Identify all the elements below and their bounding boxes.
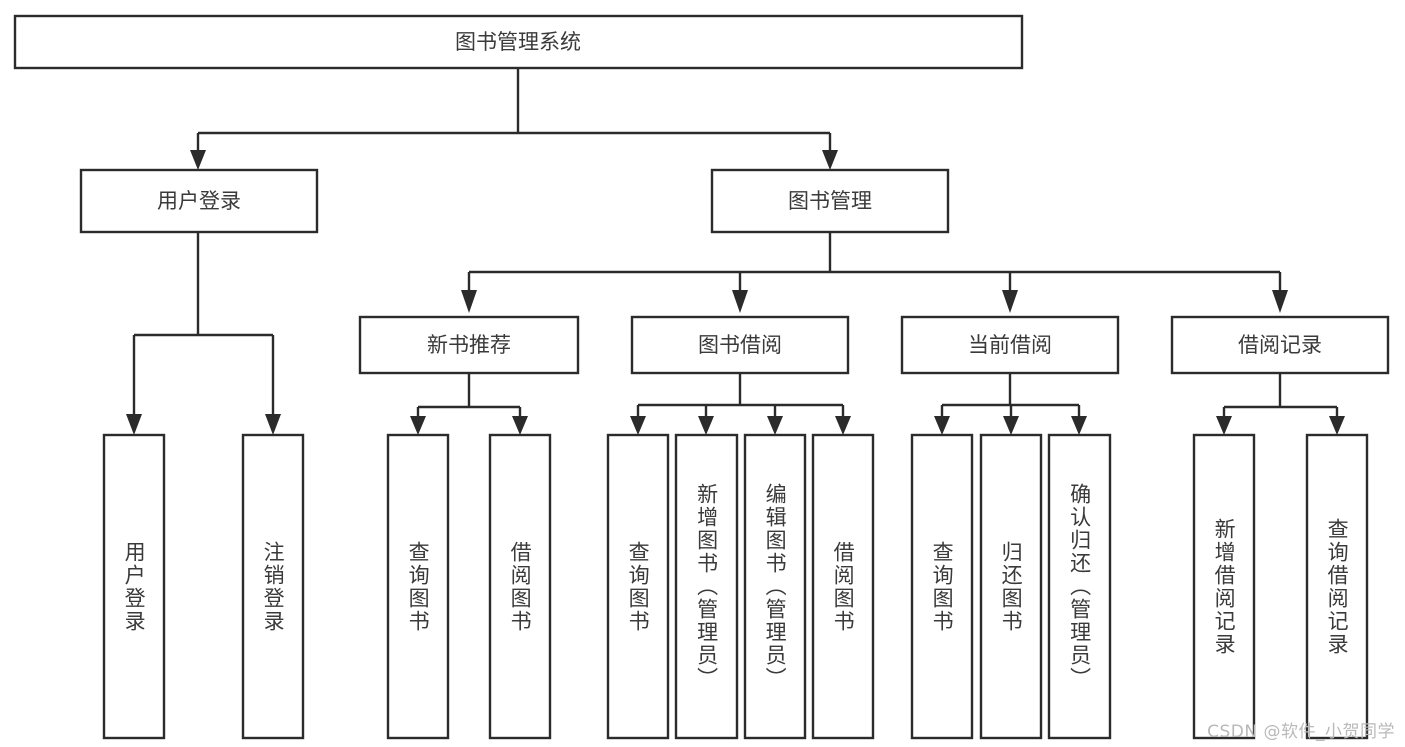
node-current-borrow-box[interactable] — [900, 315, 1120, 375]
leaf-boxes — [102, 433, 1369, 740]
node-current-borrow[interactable]: 当前借阅 — [900, 315, 1120, 375]
node-book-manage-label: 图书管理 — [788, 189, 872, 213]
node-book-manage-box[interactable] — [710, 168, 950, 234]
leaf-box-query-book-3[interactable] — [910, 433, 974, 740]
leaf-box-edit-book[interactable] — [743, 433, 807, 740]
node-borrow-record[interactable]: 借阅记录 — [1170, 315, 1390, 375]
arrow-to-leaf-query-book-3 — [934, 416, 950, 435]
leaf-box-return-book[interactable] — [979, 433, 1043, 740]
node-current-borrow-label: 当前借阅 — [968, 333, 1052, 357]
node-book-borrow-label: 图书借阅 — [698, 333, 782, 357]
arrow-to-new-book-recommend — [461, 290, 477, 313]
leaf-box-user-login[interactable] — [102, 433, 166, 740]
leaf-box-query-record[interactable] — [1305, 433, 1369, 740]
leaf-box-add-book[interactable] — [674, 433, 739, 740]
leaf-box-confirm-return[interactable] — [1047, 433, 1112, 740]
arrow-to-book-manage — [822, 150, 838, 170]
node-user-login-label: 用户登录 — [157, 189, 241, 213]
arrow-to-leaf-add-book — [698, 416, 714, 435]
node-book-manage[interactable]: 图书管理 — [710, 168, 950, 234]
node-user-login[interactable]: 用户登录 — [79, 168, 319, 234]
leaf-box-logout-login[interactable] — [241, 433, 305, 740]
leaf-box-borrow-book-1[interactable] — [488, 433, 552, 740]
arrow-to-leaf-edit-book — [767, 416, 783, 435]
node-new-book-recommend-box[interactable] — [358, 315, 580, 375]
arrow-to-leaf-user-login — [126, 414, 142, 435]
arrow-to-leaf-borrow-book-2 — [835, 416, 851, 435]
node-book-borrow-box[interactable] — [630, 315, 850, 375]
arrow-to-leaf-confirm-return — [1071, 416, 1087, 435]
leaf-box-query-book-1[interactable] — [386, 433, 450, 740]
node-root-box[interactable] — [13, 14, 1024, 70]
arrow-to-borrow-record — [1272, 290, 1288, 313]
node-root[interactable]: 图书管理系统 — [13, 14, 1024, 70]
arrow-to-leaf-query-book-1 — [410, 416, 426, 435]
arrow-to-leaf-borrow-book-1 — [512, 416, 528, 435]
leaf-box-add-record[interactable] — [1192, 433, 1256, 740]
node-borrow-record-label: 借阅记录 — [1238, 333, 1322, 357]
arrow-to-leaf-return-book — [1003, 416, 1019, 435]
csdn-watermark: CSDN @软件_小贺同学 — [1207, 722, 1395, 742]
arrow-to-leaf-logout-login — [265, 414, 281, 435]
connectors — [126, 68, 1345, 435]
leaf-box-borrow-book-2[interactable] — [811, 433, 875, 740]
node-borrow-record-box[interactable] — [1170, 315, 1390, 375]
node-root-label: 图书管理系统 — [455, 30, 581, 54]
arrow-to-current-borrow — [1002, 290, 1018, 313]
leaf-box-query-book-2[interactable] — [606, 433, 670, 740]
arrow-to-leaf-query-record — [1329, 416, 1345, 435]
arrow-to-leaf-add-record — [1216, 416, 1232, 435]
node-user-login-box[interactable] — [79, 168, 319, 234]
arrow-to-book-borrow — [732, 290, 748, 313]
node-new-book-recommend-label: 新书推荐 — [427, 333, 511, 357]
node-new-book-recommend[interactable]: 新书推荐 — [358, 315, 580, 375]
arrow-to-leaf-query-book-2 — [630, 416, 646, 435]
node-book-borrow[interactable]: 图书借阅 — [630, 315, 850, 375]
arrow-to-user-login — [190, 150, 206, 170]
